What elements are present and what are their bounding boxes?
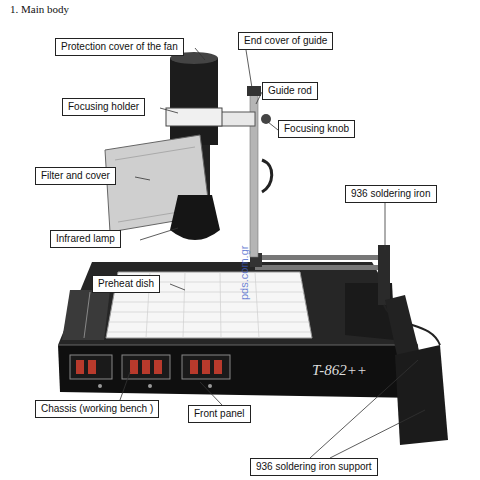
- chassis-front: [58, 345, 420, 398]
- callout-label: Filter and cover: [41, 169, 110, 183]
- iron-holder: [385, 295, 420, 360]
- callout-box: Focusing holder: [62, 98, 145, 116]
- back-rail: [255, 255, 385, 260]
- brand-label: T-862++: [312, 362, 367, 379]
- led-digits: [76, 360, 222, 374]
- iron-support: [395, 345, 448, 445]
- callout-box: Guide rod: [262, 82, 318, 100]
- callout-label: Protection cover of the fan: [61, 40, 178, 54]
- callout-label: 936 soldering iron support: [256, 460, 372, 474]
- fan-cylinder: [170, 58, 218, 145]
- callout-label: Chassis (working bench ): [41, 402, 153, 416]
- callout-label: Infrared lamp: [56, 232, 115, 246]
- callout-box: End cover of guide: [238, 32, 333, 50]
- callout-label: End cover of guide: [244, 34, 327, 48]
- button: [98, 384, 102, 388]
- callout-label: 936 soldering iron: [351, 187, 431, 201]
- callout-box: 936 soldering iron support: [250, 458, 378, 476]
- leader-lines: [120, 48, 425, 458]
- callout-label: Focusing holder: [68, 100, 139, 114]
- figure-title: 1. Main body: [10, 3, 69, 15]
- infrared-lamp: [170, 195, 220, 240]
- side-rail: [62, 290, 110, 340]
- callout-box: Filter and cover: [35, 167, 116, 185]
- callout-box: Protection cover of the fan: [55, 38, 184, 56]
- callout-box: Chassis (working bench ): [35, 400, 159, 418]
- focusing-holder: [166, 108, 222, 126]
- callout-box: Infrared lamp: [50, 230, 121, 248]
- cable: [262, 160, 272, 192]
- soldering-iron: [378, 245, 390, 305]
- callout-box: Focusing knob: [278, 120, 355, 138]
- callout-label: Focusing knob: [284, 122, 349, 136]
- callout-label: Preheat dish: [98, 277, 154, 291]
- callout-box: 936 soldering iron: [345, 185, 437, 203]
- callout-box: Front panel: [188, 405, 251, 423]
- watermark: pds.com.gr: [238, 246, 250, 300]
- chassis-edge: [58, 345, 418, 346]
- focusing-knob: [261, 114, 271, 124]
- back-rail: [255, 265, 385, 270]
- end-cover: [247, 86, 261, 96]
- callout-label: Guide rod: [268, 84, 312, 98]
- button: [208, 384, 212, 388]
- callout-box: Preheat dish: [92, 275, 160, 293]
- side-rail-edge: [84, 292, 90, 338]
- callout-label: Front panel: [194, 407, 245, 421]
- button: [148, 384, 152, 388]
